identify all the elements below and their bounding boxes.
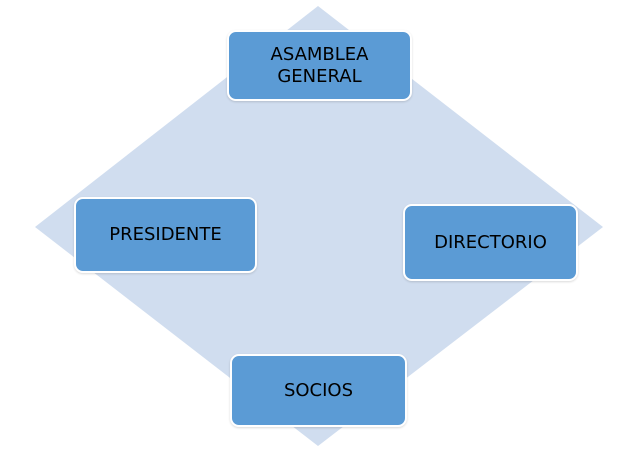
- asamblea-general-node: ASAMBLEA GENERAL: [227, 30, 412, 101]
- directorio-node: DIRECTORIO: [403, 204, 578, 281]
- socios-label: SOCIOS: [283, 379, 354, 401]
- presidente-node: PRESIDENTE: [74, 197, 257, 273]
- presidente-label: PRESIDENTE: [109, 224, 222, 245]
- socios-node: SOCIOS: [230, 354, 407, 427]
- directorio-label: DIRECTORIO: [434, 231, 547, 253]
- diamond-shape: [35, 6, 603, 446]
- asamblea-general-label: ASAMBLEA GENERAL: [270, 43, 369, 87]
